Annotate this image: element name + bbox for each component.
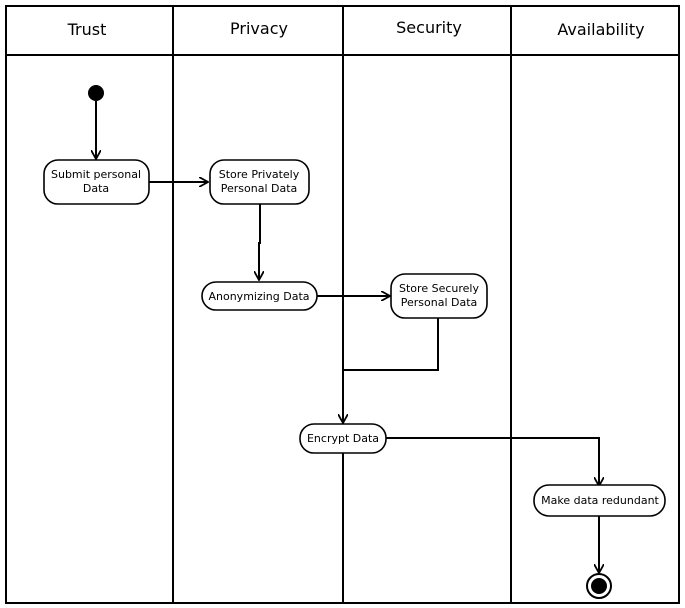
submit-line-1: Submit personal xyxy=(51,168,141,181)
store-securely-line-1: Store Securely xyxy=(399,282,479,295)
action-encrypt-data: Encrypt Data xyxy=(299,423,387,454)
action-store-privately: Store Privately Personal Data xyxy=(209,159,310,205)
lane-header-security: Security xyxy=(396,18,462,37)
start-node xyxy=(88,85,104,101)
lane-header-availability: Availability xyxy=(557,20,644,39)
lane-header-privacy: Privacy xyxy=(230,19,288,38)
end-node xyxy=(586,573,612,599)
store-securely-line-2: Personal Data xyxy=(401,296,478,309)
edge-store-privately-to-anonymizing xyxy=(259,204,260,280)
action-anonymizing-data: Anonymizing Data xyxy=(201,281,318,311)
store-privately-line-2: Personal Data xyxy=(221,182,298,195)
action-submit-personal-data: Submit personal Data xyxy=(43,159,150,205)
action-make-data-redundant: Make data redundant xyxy=(533,484,666,517)
edge-encrypt-to-redundant xyxy=(386,437,599,486)
redundant-label: Make data redundant xyxy=(541,494,659,507)
submit-line-2: Data xyxy=(83,182,109,195)
flow-edges xyxy=(96,101,599,573)
lane-header-trust: Trust xyxy=(67,20,107,39)
swimlane-frame xyxy=(5,5,680,604)
anonymizing-label: Anonymizing Data xyxy=(208,290,309,303)
encrypt-label: Encrypt Data xyxy=(307,432,379,445)
store-privately-line-1: Store Privately xyxy=(219,168,300,181)
edge-store-securely-to-encrypt xyxy=(343,318,439,423)
action-store-securely: Store Securely Personal Data xyxy=(390,273,488,319)
